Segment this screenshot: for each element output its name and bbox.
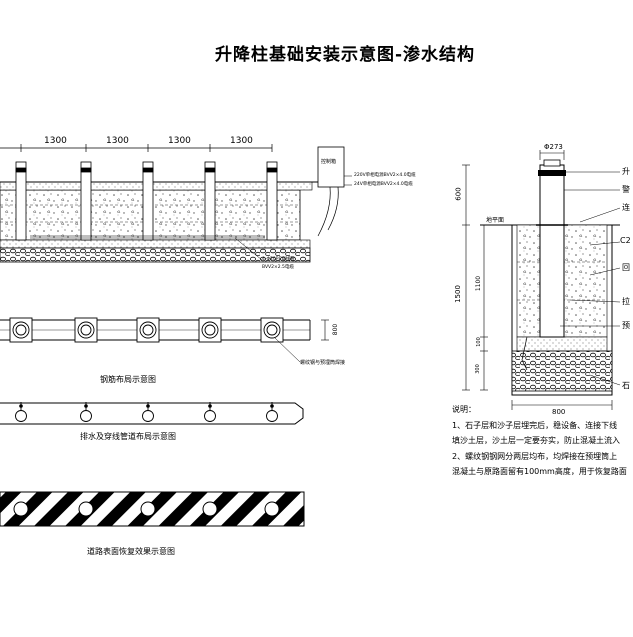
side-label: 石	[622, 381, 630, 390]
ground-label: 地平面	[486, 217, 505, 224]
cable-label: 220V单相电源BVV2×4.0电缆	[354, 173, 416, 178]
dim-1500: 1500	[453, 285, 462, 303]
side-label: 连	[622, 203, 630, 212]
page-title: 升降柱基础安装示意图-渗水结构	[215, 45, 476, 65]
notes-line: 混凝土与原路面留有100mm高度，用于恢复路面	[452, 467, 627, 476]
notes-line: 填沙土层，沙土层一定要夯实，防止混凝土流入	[452, 436, 620, 445]
dim-800: 800	[552, 408, 566, 416]
notes-block: 说明： 1、石子层和沙子层埋完后，稳设备、连接下线 填沙土层，沙土层一定要夯实，…	[452, 402, 627, 480]
dim-300: 300	[474, 364, 481, 374]
road-surface	[0, 491, 305, 527]
notes-heading: 说明：	[452, 405, 476, 414]
rebar-width-label: 800	[332, 323, 340, 336]
dim-100: 100	[475, 337, 482, 347]
bollards	[15, 161, 278, 241]
rebar-note: 螺纹钢与预埋筒焊接	[300, 360, 346, 366]
rebar-layout	[0, 317, 329, 363]
side-label: 警	[622, 185, 630, 194]
surface-caption: 道路表面恢复效果示意图	[87, 547, 175, 556]
control-box	[317, 146, 345, 188]
spacing-label: 1300	[106, 136, 129, 146]
spacing-label: 1300	[44, 136, 67, 146]
side-label: 回	[622, 263, 630, 272]
detail-section	[462, 150, 621, 410]
side-label: 升	[622, 167, 630, 176]
pipe-label: 4-Φ20PE穿线管	[262, 257, 295, 262]
side-label: 预	[622, 321, 630, 330]
side-label: C2	[620, 236, 631, 245]
pipe-label: BVV2×2.5电缆	[262, 265, 294, 270]
rebar-caption: 钢筋布局示意图	[100, 375, 156, 384]
notes-line: 2、螺纹钢钢网分两层均布，均焊接在预埋筒上	[452, 451, 618, 461]
notes-line: 1、石子层和沙子层埋完后，稳设备、连接下线	[452, 420, 618, 430]
spacing-label: 1300	[230, 136, 253, 146]
dim-600: 600	[454, 187, 463, 201]
drain-caption: 排水及穿线管道布局示意图	[80, 432, 176, 441]
control-box-label: 控制箱	[321, 159, 337, 165]
spacing-label: 1300	[168, 136, 191, 146]
diameter-label: Φ273	[544, 143, 563, 151]
cable-label: 24V单相电源BVV2×4.0电缆	[354, 182, 413, 187]
section-view	[0, 144, 352, 263]
drain-layout	[0, 402, 304, 425]
dim-1100: 1100	[475, 275, 483, 292]
side-label: 拉	[622, 297, 630, 306]
